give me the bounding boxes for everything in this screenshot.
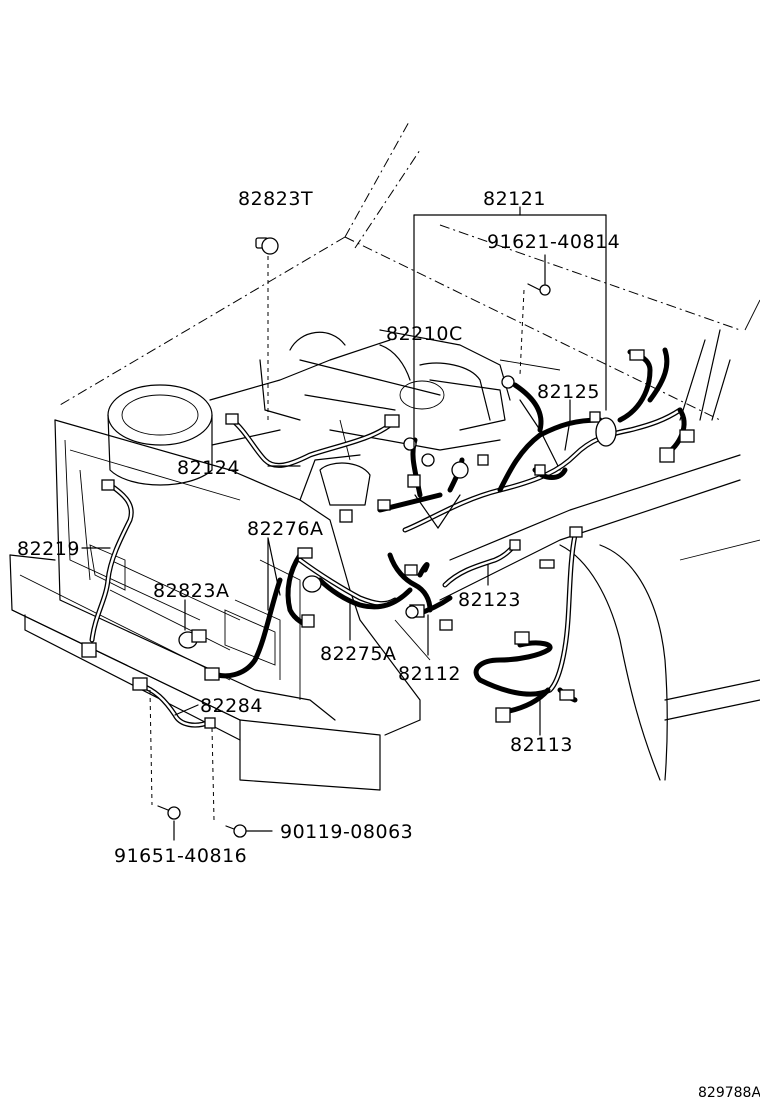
harness-82123 [442,542,518,588]
bolt-90119-part [225,824,247,838]
label-82276A: 82276A [247,518,323,540]
label-82219: 82219 [17,538,80,560]
label-90119-08063: 90119-08063 [280,821,413,843]
bolt-91651-part [157,805,181,820]
label-82275A: 82275A [320,643,396,665]
label-82823A: 82823A [153,580,229,602]
label-91651-40816: 91651-40816 [114,845,247,867]
label-82210C: 82210C [386,323,463,345]
label-82113: 82113 [510,734,573,756]
harness-82219 [89,482,134,643]
label-82121: 82121 [483,188,546,210]
clip-82823T-part [255,237,279,255]
label-82124: 82124 [177,457,240,479]
label-82112: 82112 [398,663,461,685]
connectors [81,349,695,729]
harness-82275A [317,577,413,610]
leader-lines [81,206,607,841]
label-91621-40814: 91621-40814 [487,231,620,253]
label-82125: 82125 [537,381,600,403]
clip-82823A-part [178,629,207,649]
illustration-code: 829788A [698,1085,760,1101]
bolt-91621-part [527,283,551,296]
harness-82210C [377,347,687,533]
part-labels: 82823T 82121 91621-40814 82210C 82125 82… [17,188,760,1101]
label-82123: 82123 [458,589,521,611]
label-82823T: 82823T [238,188,313,210]
label-82284: 82284 [200,695,263,717]
hood-outline [59,119,741,421]
engine-assembly [107,329,561,506]
harness-82124 [229,417,393,468]
